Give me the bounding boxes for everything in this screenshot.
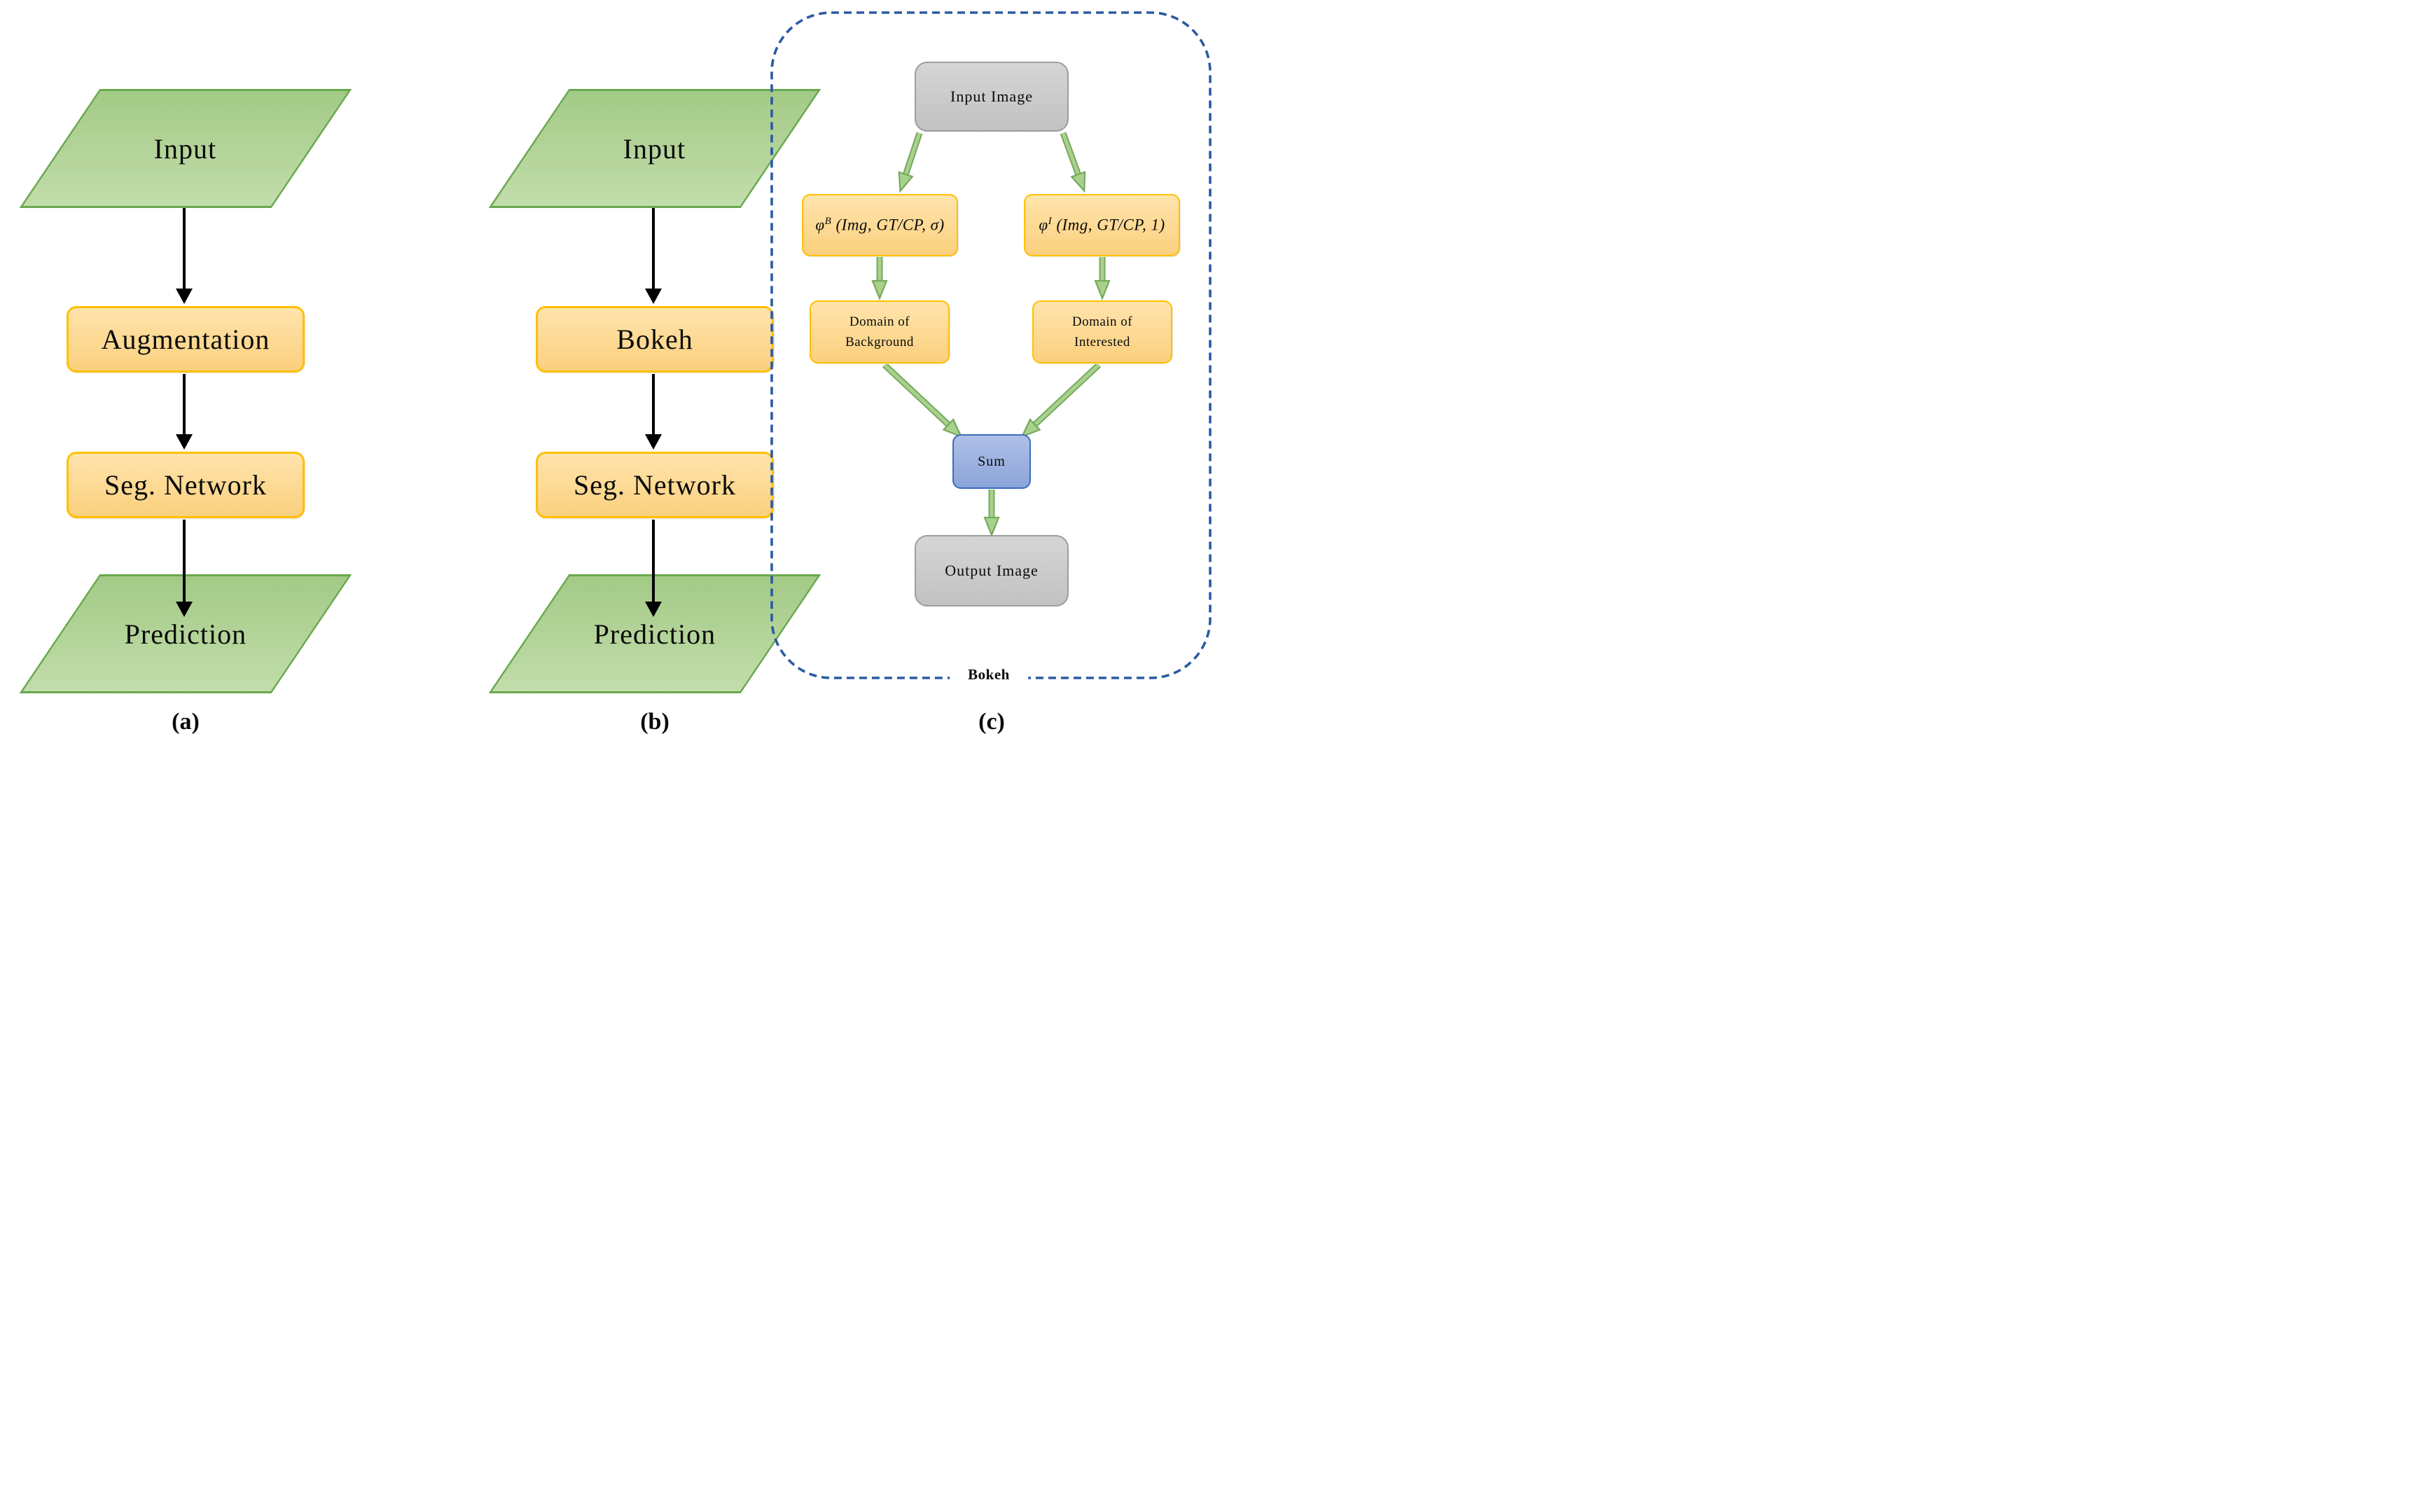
panel-a-output-label: Prediction (124, 618, 247, 650)
panel-b-input-label: Input (623, 132, 686, 165)
panel-c-input-image-box: Input Image (915, 62, 1069, 132)
panel-a-seg-network-box: Seg. Network (67, 452, 305, 518)
panel-c-formula-right-box: φI (Img, GT/CP, 1) (1024, 194, 1180, 256)
panel-a-prediction-parallelogram: Prediction (19, 574, 352, 693)
panel-c-sum-box: Sum (952, 434, 1031, 489)
panel-a-caption: (a) (172, 709, 200, 735)
panel-b-caption: (b) (640, 709, 670, 735)
panel-b-arrow-2 (652, 374, 655, 435)
panel-a-arrow-2 (183, 374, 186, 435)
panel-c-sum-label: Sum (978, 453, 1006, 469)
panel-a-augmentation-box: Augmentation (67, 306, 305, 373)
panel-c-group-label: Bokeh (950, 666, 1028, 684)
panel-c-domain-background-box: Domain of Background (810, 300, 950, 363)
panel-b-output-label: Prediction (593, 618, 716, 650)
panel-c-output-image-box: Output Image (915, 535, 1069, 606)
panel-c-caption: (c) (978, 709, 1005, 735)
panel-a-input-parallelogram: Input (19, 89, 352, 208)
panel-a-arrow-3 (183, 520, 186, 602)
figure-canvas: Input Augmentation Seg. Network Predicti… (0, 0, 1218, 756)
panel-b-bokeh-box: Bokeh (536, 306, 774, 373)
panel-c-domain-background-label: Domain of Background (845, 314, 914, 349)
panel-c-input-label: Input Image (950, 88, 1033, 105)
panel-a-arrow-1 (183, 208, 186, 289)
panel-c-formula-left-box: φB (Img, GT/CP, σ) (802, 194, 958, 256)
panel-b-arrow-1 (652, 208, 655, 289)
panel-a-step1-label: Augmentation (101, 324, 270, 355)
panel-b-step2-label: Seg. Network (574, 469, 736, 501)
panel-a-input-label: Input (154, 132, 217, 165)
panel-b-arrow-3 (652, 520, 655, 602)
panel-b-input-parallelogram: Input (488, 89, 821, 208)
panel-b-step1-label: Bokeh (616, 324, 693, 355)
panel-c-formula-left: φB (Img, GT/CP, σ) (815, 216, 945, 234)
panel-c-formula-right: φI (Img, GT/CP, 1) (1039, 216, 1165, 234)
panel-c-domain-interested-box: Domain of Interested (1032, 300, 1172, 363)
panel-b-seg-network-box: Seg. Network (536, 452, 774, 518)
panel-a-step2-label: Seg. Network (104, 469, 267, 501)
panel-c-output-label: Output Image (945, 562, 1039, 579)
panel-b-prediction-parallelogram: Prediction (488, 574, 821, 693)
panel-c-domain-interested-label: Domain of Interested (1071, 314, 1133, 349)
